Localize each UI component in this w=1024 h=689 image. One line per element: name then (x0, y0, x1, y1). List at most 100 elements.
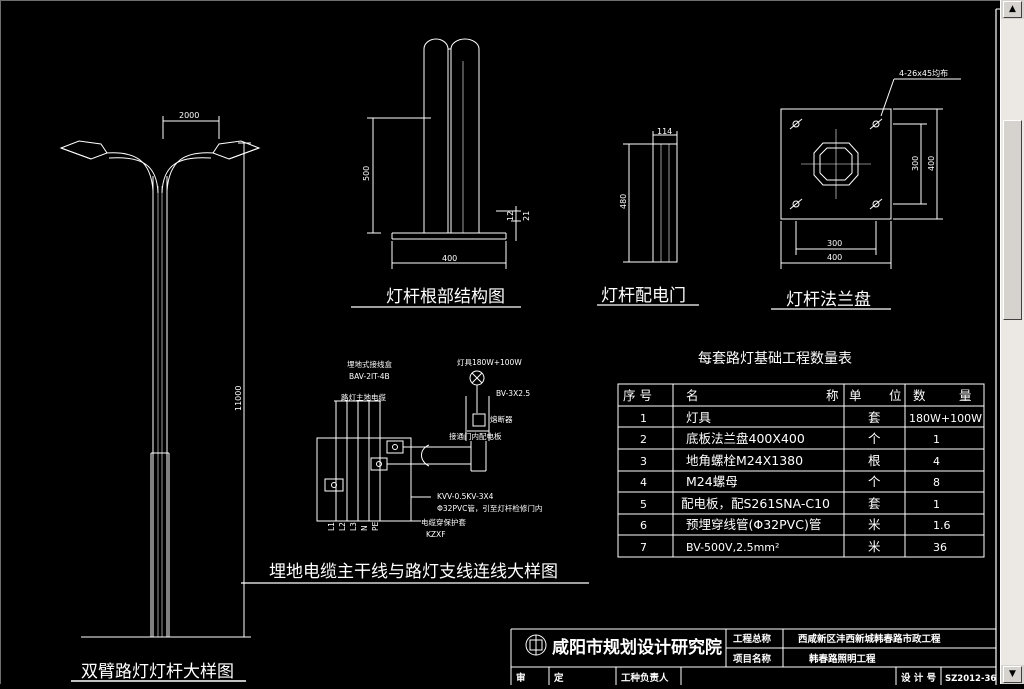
junction-model-label: BAV-2IT-4B (349, 372, 390, 381)
row-name: 配电板，配S261SNA-C10 (681, 496, 830, 511)
header-unit-2: 位 (889, 388, 902, 403)
pole-base-title: 灯杆根部结构图 (386, 287, 505, 307)
phase-label: L1 (327, 522, 336, 531)
table-row: 6 预埋穿线管(Φ32PVC)管 米 1.6 (640, 517, 951, 532)
row-name: BV-500V,2.5mm² (686, 541, 779, 554)
row-name: M24螺母 (686, 474, 738, 489)
base-small-dim-1: 12 (506, 211, 515, 221)
header-qty-2: 量 (959, 388, 972, 403)
main-cable-label: 路灯主地电缆 (341, 392, 386, 402)
header-qty-1: 数 (913, 388, 926, 403)
conduit-note-label: 电缆穿保护套 (421, 517, 466, 527)
door-width-dim: 114 (657, 127, 672, 136)
flange-v-outer-dim: 400 (927, 156, 936, 171)
design-no-label: 设 计 号 (901, 672, 937, 684)
title-block (510, 628, 996, 685)
row-qty: 4 (933, 455, 940, 468)
quantity-table-header: 序 号 名 称 单 位 数 量 (623, 388, 972, 403)
lamp-label: 灯具180W+100W (457, 357, 522, 367)
lead-label: 工种负责人 (621, 672, 669, 684)
table-row: 3 地角螺栓M24X1380 根 4 (640, 453, 940, 468)
pole-door-label: 接通门内配电板 (449, 431, 502, 441)
scroll-thumb[interactable] (1003, 120, 1022, 320)
row-qty: 1.6 (933, 519, 951, 532)
header-unit-1: 单 (849, 388, 862, 403)
pole-detail-title: 双臂路灯灯杆大样图 (81, 662, 234, 682)
table-row: 2 底板法兰盘400X400 个 1 (640, 431, 940, 446)
quantity-table-rows: 1 灯具 套 180W+100W 2 底板法兰盘400X400 个 1 3 地角… (640, 410, 982, 554)
row-no: 1 (640, 412, 647, 425)
table-row: 1 灯具 套 180W+100W (640, 410, 982, 425)
wire-label: BV-3X2.5 (496, 389, 530, 398)
phase-label: PE (371, 521, 380, 531)
row-unit: 套 (868, 410, 881, 425)
row-qty: 180W+100W (909, 412, 982, 425)
row-unit: 套 (868, 496, 881, 511)
cable-spec-label: KVV-0.5KV-3X4 (437, 492, 494, 501)
pole-base-structure (351, 38, 521, 308)
phase-label: L2 (338, 522, 347, 531)
door-height-dim: 480 (619, 194, 628, 209)
vertical-scrollbar[interactable]: ▲ ▼ (1000, 0, 1024, 684)
project-name: 西咸新区沣西新城韩春路市政工程 (798, 633, 941, 645)
phase-label: N (360, 525, 369, 531)
flange-title: 灯杆法兰盘 (786, 290, 871, 310)
row-no: 2 (640, 433, 647, 446)
header-name-2: 称 (826, 388, 839, 403)
item-name: 韩春路照明工程 (809, 653, 876, 665)
pole-height-dim: 11000 (234, 386, 243, 411)
table-row: 7 BV-500V,2.5mm² 米 36 (640, 539, 947, 554)
base-height-dim: 500 (362, 166, 371, 181)
row-name: 底板法兰盘400X400 (686, 431, 805, 446)
base-width-dim: 400 (442, 254, 457, 263)
review-label-2: 定 (553, 672, 564, 684)
pipe-note-label: Φ32PVC管，引至灯杆检修门内 (437, 503, 542, 513)
row-unit: 个 (868, 431, 881, 446)
conduit-model-label: KZXF (426, 530, 446, 539)
header-no: 序 号 (623, 388, 652, 403)
row-name: 灯具 (686, 410, 712, 425)
quantity-table-title: 每套路灯基础工程数量表 (698, 350, 852, 367)
row-no: 5 (640, 498, 647, 511)
row-qty: 36 (933, 541, 947, 554)
phase-labels: L1 L2 L3 N PE (327, 521, 380, 531)
fuse-label: 熔断器 (490, 414, 513, 424)
row-no: 6 (640, 519, 647, 532)
scroll-up-button[interactable]: ▲ (1003, 1, 1022, 18)
row-unit: 米 (868, 539, 881, 554)
row-qty: 8 (933, 476, 940, 489)
junction-box-label: 埋地式接线盒 (347, 359, 392, 369)
flange-v-inner-dim: 300 (911, 156, 920, 171)
row-no: 3 (640, 455, 647, 468)
row-name: 地角螺栓M24X1380 (686, 453, 803, 468)
quantity-table (617, 383, 985, 558)
row-qty: 1 (933, 498, 940, 511)
flange-hole-note: 4-26x45均布 (899, 68, 948, 78)
flange-inner-dim: 300 (827, 239, 842, 248)
institute-name: 咸阳市规划设计研究院 (552, 637, 722, 658)
row-unit: 个 (868, 474, 881, 489)
flange-outer-dim: 400 (827, 253, 842, 262)
flange-plate (771, 78, 961, 310)
row-unit: 米 (868, 517, 881, 532)
table-row: 5 配电板，配S261SNA-C10 套 1 (640, 496, 940, 511)
table-row: 4 M24螺母 个 8 (640, 474, 940, 489)
scroll-down-button[interactable]: ▼ (1003, 666, 1022, 683)
drawing-canvas[interactable]: 2000 11000 双臂路灯灯杆大样图 (0, 0, 1001, 685)
cable-connection-diagram (241, 370, 589, 584)
row-unit: 根 (868, 453, 881, 468)
cable-diagram-title: 埋地电缆主干线与路灯支线连线大样图 (269, 562, 558, 582)
project-label: 工程总称 (733, 633, 772, 645)
phase-label: L3 (349, 522, 358, 531)
arm-span-dim: 2000 (179, 111, 199, 120)
design-no: SZ2012-36 (945, 674, 996, 684)
pole-door (597, 131, 699, 306)
row-name: 预埋穿线管(Φ32PVC)管 (686, 517, 821, 532)
row-no: 7 (640, 541, 647, 554)
door-title: 灯杆配电门 (601, 286, 686, 306)
review-label: 审 (516, 672, 526, 684)
row-qty: 1 (933, 433, 940, 446)
header-name-1: 名 (686, 388, 699, 403)
scroll-track[interactable] (1001, 19, 1024, 665)
